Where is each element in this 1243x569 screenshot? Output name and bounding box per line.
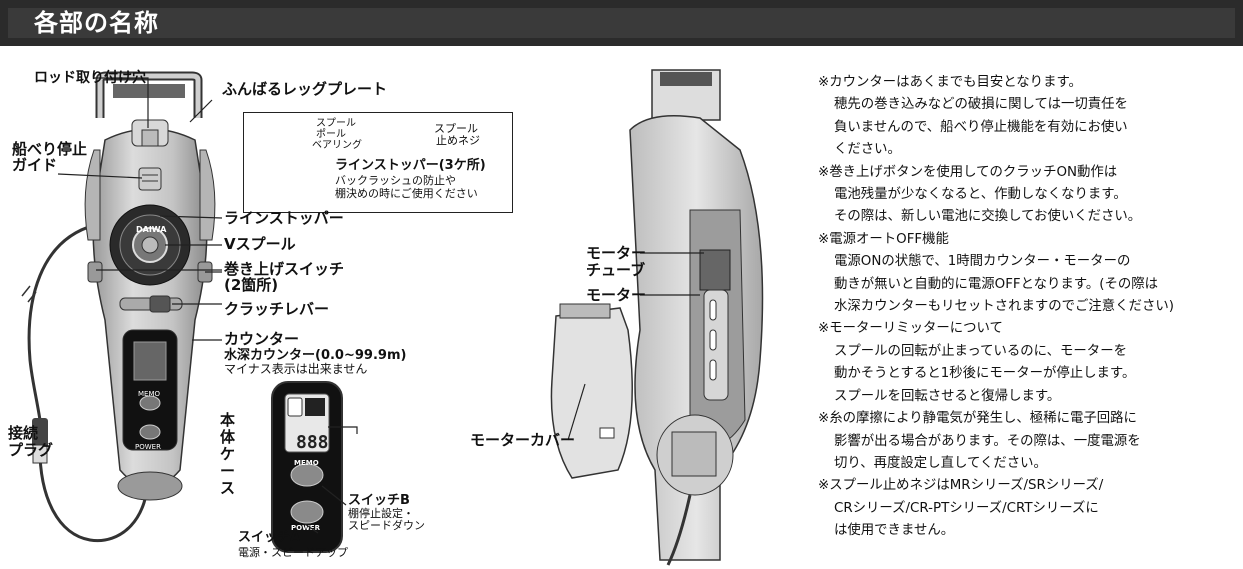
label-no-minus: マイナス表示は出来ません [224,362,368,376]
note-line: 穂先の巻き込みなどの破損に関しては一切責任を [834,97,1128,113]
label-switch-b-desc-1: 棚停止設定・ [348,507,414,520]
note-line: 影響が出る場合があります。その際は、一度電源を [834,433,1141,449]
section-title: 各部の名称 [34,9,159,37]
note-line: 動きが無いと自動的に電源OFFとなります。(その際は [834,276,1159,292]
usb-plug [32,418,48,464]
brand-mark: DAIWA [136,225,167,234]
power-mark-small: POWER [135,443,161,451]
label-motor-tube-1: モーター [586,244,647,262]
inset-desc-1: バックラッシュの防止や [335,174,456,187]
label-counter: カウンター [224,330,300,348]
display-digits: 888 [296,432,329,453]
leader-lines [57,77,704,534]
label-leg-plate: ふんばるレッグプレート [222,80,388,98]
memo-mark: MEMO [294,459,319,467]
note-line: スプールを回転させると復帰します。 [834,388,1061,404]
label-switch-a: スイッチA [238,530,301,545]
label-rod-hole: ロッド取り付け穴 [34,70,146,86]
spool-detail-inset [243,112,513,213]
label-clutch-lever: クラッチレバー [224,300,330,318]
inset-label-line-stopper: ラインストッパー(3ケ所) [335,158,486,173]
label-motor: モーター [586,286,647,304]
note-line: ※モーターリミッターについて [818,321,1003,337]
label-stop-guide-2: ガイド [12,156,58,174]
section-header: 各部の名称 [0,0,1243,46]
label-connect-plug-1: 接続 [8,424,39,442]
label-switch-b-desc-2: スピードダウン [348,519,425,532]
notes-list: ※カウンターはあくまでも目安となります。穂先の巻き込みなどの破損に関しては一切責… [818,72,1238,543]
label-stop-guide-1: 船べり停止 [12,140,88,158]
inset-label-pole: ポール [316,129,346,140]
note-line: その際は、新しい電池に交換してお使いください。 [834,209,1142,225]
note-line: ください。 [834,142,901,158]
usb-cable [21,223,150,543]
label-winding-switch-2: (2箇所) [224,276,279,294]
header-bar [8,8,1235,38]
inset-label-bearing: ベアリング [312,140,362,151]
inset-label-spool: スプール [316,118,356,129]
label-v-spool: Vスプール [224,235,296,253]
note-line: ※スプール止めネジはMRシリーズ/SRシリーズ/ [818,478,1104,494]
note-line: は使用できません。 [834,523,955,539]
label-winding-switch-1: 巻き上げスイッチ [224,260,345,278]
note-line: 電源ONの状態で、1時間カウンター・モーターの [834,254,1131,270]
label-connect-plug-2: プラグ [8,441,54,459]
label-switch-a-desc: 電源・スピードアップ [238,546,348,559]
label-line-stopper: ラインストッパー [224,209,344,227]
inset-label-screw-1: スプール [434,122,478,135]
note-line: ※電源オートOFF機能 [818,231,949,247]
note-line: ※カウンターはあくまでも目安となります。 [818,75,1082,90]
label-motor-cover: モーターカバー [470,431,576,449]
note-line: ※巻き上げボタンを使用してのクラッチON動作は [818,164,1118,180]
note-line: スプールの回転が止まっているのに、モーターを [834,343,1127,359]
note-line: 電池残量が少なくなると、作動しなくなります。 [834,187,1127,203]
note-line: CRシリーズ/CR-PTシリーズ/CRTシリーズに [834,500,1099,516]
motor-cover [550,303,633,479]
note-line: 動かそうとすると1秒後にモーターが停止します。 [834,366,1136,382]
panel-zoom [271,381,343,553]
open-reel-body [629,69,764,566]
label-switch-b: スイッチB [348,493,410,508]
label-motor-tube-2: チューブ [586,261,646,279]
note-line: 切り、再度設定し直してください。 [834,455,1047,471]
memo-mark-small: MEMO [138,390,161,398]
note-line: 負いませんので、船べり停止機能を有効にお使い [834,119,1128,135]
reel-body [84,119,216,501]
label-body-case: 本体ケース [220,411,236,497]
note-line: ※糸の摩擦により静電気が発生し、極稀に電子回路に [818,411,1137,427]
inset-label-screw-2: 止めネジ [436,134,480,147]
inset-desc-2: 棚決めの時にご使用ください [335,187,478,200]
label-depth-counter: 水深カウンター(0.0~99.9m) [224,348,407,363]
note-line: 水深カウンターもリセットされますのでご注意ください) [834,299,1174,315]
power-mark: POWER [291,524,321,532]
